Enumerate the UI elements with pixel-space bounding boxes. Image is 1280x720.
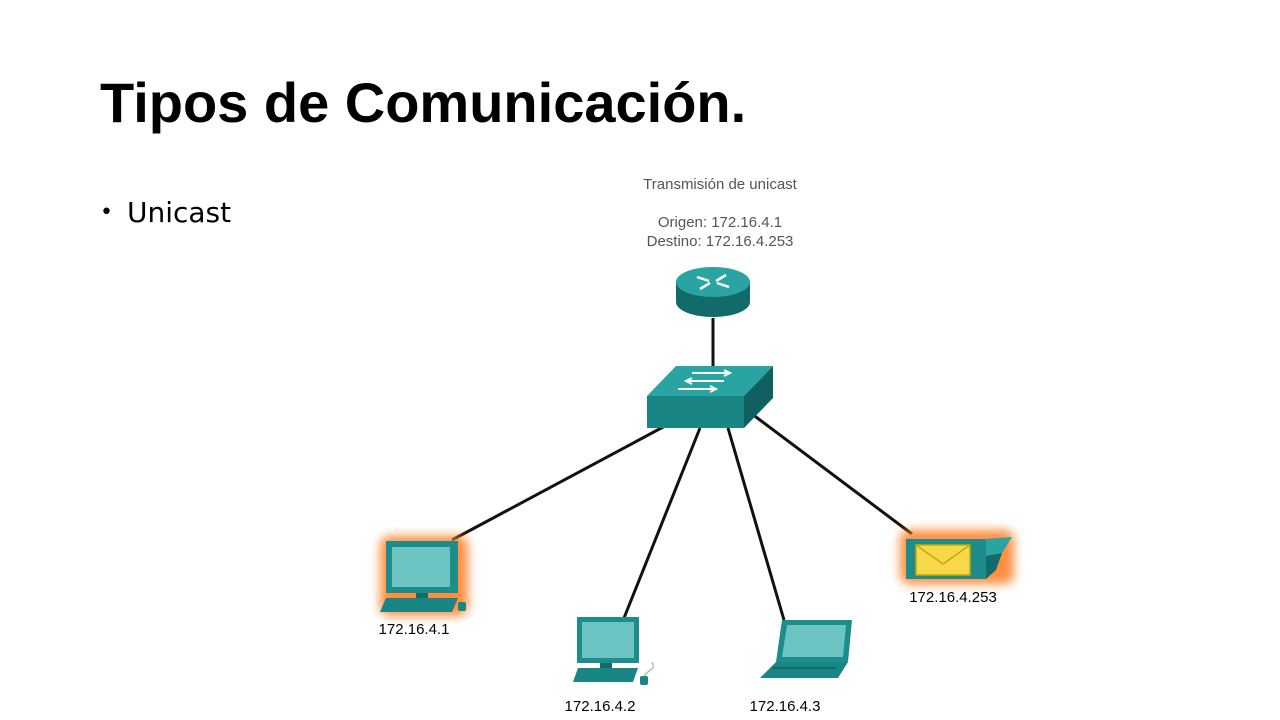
bullet-dot-icon: • — [100, 200, 113, 225]
host-laptop-172-16-4-3: 172.16.4.3 — [750, 620, 852, 715]
link-switch-host-1 — [451, 424, 666, 542]
network-links — [451, 318, 913, 621]
host-pc-172-16-4-253: 172.16.4.253 — [900, 530, 1014, 606]
slide-title: Tipos de Comunicación. — [100, 71, 747, 134]
link-switch-host-3 — [726, 427, 786, 621]
host-pc-172-16-4-1: 172.16.4.1 — [379, 536, 468, 638]
mouse-icon — [640, 676, 648, 685]
host-label-1: 172.16.4.1 — [379, 621, 450, 638]
destination-label: Destino: 172.16.4.253 — [647, 233, 794, 250]
router-icon — [676, 267, 750, 317]
diagram-caption: Transmisión de unicast — [643, 176, 798, 193]
keyboard-icon — [573, 668, 638, 682]
mouse-icon — [458, 602, 466, 611]
host-label-4: 172.16.4.253 — [909, 589, 997, 606]
origin-label: Origen: 172.16.4.1 — [658, 214, 782, 231]
envelope-icon — [915, 544, 971, 576]
keyboard-icon — [380, 598, 458, 612]
link-switch-host-4 — [751, 412, 913, 536]
host-label-3: 172.16.4.3 — [750, 698, 821, 715]
switch-icon — [647, 366, 773, 428]
host-pc-172-16-4-2: 172.16.4.2 — [565, 617, 655, 715]
bullet-text: Unicast — [126, 196, 232, 229]
link-switch-host-2 — [622, 427, 702, 619]
host-label-2: 172.16.4.2 — [565, 698, 636, 715]
bullet-item: • Unicast — [100, 196, 231, 229]
